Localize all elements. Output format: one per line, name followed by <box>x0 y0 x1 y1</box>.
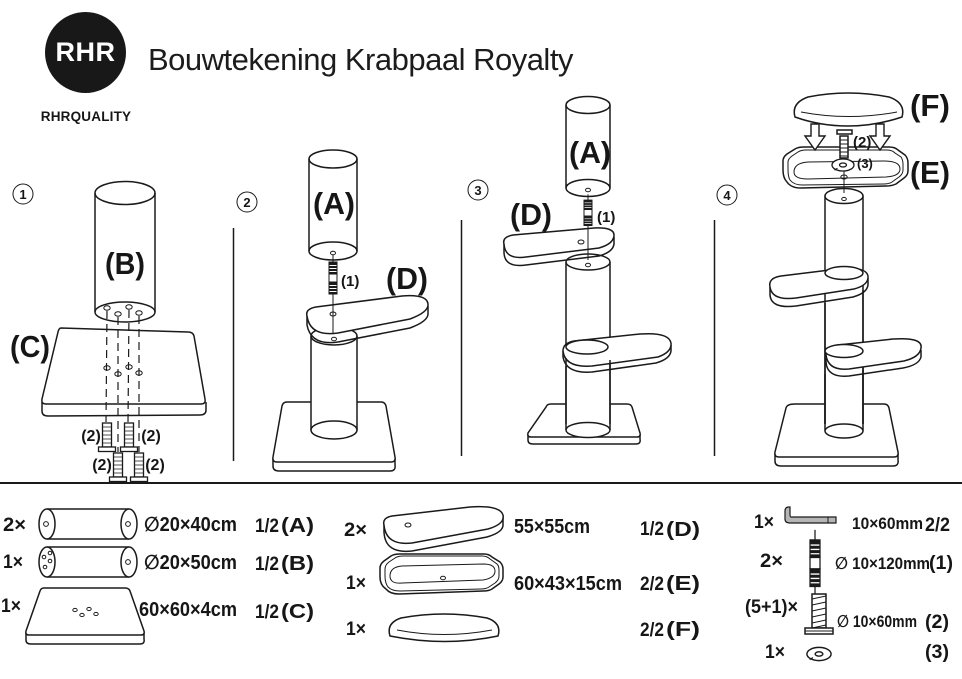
part-count: 2× <box>344 520 367 541</box>
part-scratch-post-large-drawing <box>38 546 138 578</box>
part-ref: (3) <box>925 642 949 663</box>
step4-panel: 4 <box>716 88 950 467</box>
step1-post-label: (B) <box>105 246 145 281</box>
step1-number-circle <box>12 183 34 205</box>
part-count: 2× <box>760 551 783 572</box>
part-count: 1× <box>3 552 23 573</box>
part-base-plate-drawing <box>25 587 145 645</box>
step3-mid-platform <box>562 332 672 424</box>
step2-platform-label: (D) <box>386 261 428 296</box>
part-page: 2/2 <box>640 574 664 595</box>
part-size: 55×55cm <box>514 516 590 538</box>
part-scratch-post-small-drawing <box>38 508 138 540</box>
part-count: 1× <box>754 512 774 533</box>
parts-column-3: 1× 10×60mm 2/2 2× ∅ 10×120mm (1) (5+1)× … <box>745 506 953 663</box>
step4-lower-platform <box>824 337 922 424</box>
step1-panel: 1 <box>10 180 207 483</box>
page-title: Bouwtekening Krabpaal Royalty <box>148 42 573 77</box>
part-count: 2× <box>3 515 26 536</box>
part-size: 60×60×4cm <box>139 599 237 621</box>
step4-cushion-label: (F) <box>910 88 950 123</box>
step4-upper-platform <box>768 265 869 424</box>
assembly-steps-drawing: 1 <box>0 88 962 484</box>
step4-screw <box>836 129 853 159</box>
part-page: 1/2 <box>255 554 279 575</box>
step1-screw-label: (2) <box>81 428 101 445</box>
part-ref: (B) <box>281 553 314 575</box>
step4-number: 4 <box>723 188 731 203</box>
part-bolt-drawing <box>804 593 834 635</box>
part-size: ∅20×40cm <box>144 514 237 536</box>
step1-base-label: (C) <box>10 329 50 364</box>
step2-post-label: (A) <box>313 186 355 221</box>
part-tray-drawing <box>379 553 504 595</box>
part-size: ∅ 10×120mm <box>835 554 930 573</box>
part-size: 10×60mm <box>852 514 923 533</box>
part-page: 1/2 <box>640 519 664 540</box>
part-count: 1× <box>1 596 21 617</box>
step2-number: 2 <box>243 195 250 210</box>
part-ref: (A) <box>281 515 314 537</box>
part-cushion-drawing <box>388 613 500 643</box>
step3-rod-label: (1) <box>597 209 615 226</box>
step4-washer-label: (3) <box>857 156 873 171</box>
part-ref: (C) <box>281 601 314 623</box>
platform-d-drawing <box>305 294 429 344</box>
step2-rod-label: (1) <box>341 273 359 290</box>
step3-post-label: (A) <box>569 135 611 170</box>
step4-tray-label: (E) <box>910 155 950 190</box>
parts-column-2: 2× 55×55cm 1/2 (D) 1× 60×43×15cm 2/2 (E)… <box>344 505 700 643</box>
part-ref: (D) <box>666 519 700 541</box>
step3-platform-d <box>502 227 615 267</box>
part-ref: (1) <box>929 553 953 574</box>
part-size: ∅20×50cm <box>144 552 237 574</box>
part-count: 1× <box>346 573 366 594</box>
part-ref: (F) <box>666 619 700 641</box>
step2-panel: 2 <box>236 149 429 472</box>
base-plate-c-drawing <box>41 327 207 417</box>
panel-dividers <box>0 220 962 484</box>
part-threaded-rod-drawing <box>809 529 821 599</box>
step4-screw-label: (2) <box>853 134 871 151</box>
part-size: ∅ 10×60mm <box>837 612 917 631</box>
part-platform-drawing <box>382 505 504 553</box>
part-ref: (2) <box>925 612 949 633</box>
step3-panel: 3 <box>467 95 672 445</box>
rhr-logo: RHR <box>45 12 126 93</box>
part-page: 2/2 <box>925 515 950 536</box>
step1-number: 1 <box>19 187 26 202</box>
part-count: 1× <box>346 619 366 640</box>
step2-number-circle <box>236 191 258 213</box>
post-a-drawing <box>308 149 358 334</box>
part-ref: (E) <box>666 573 700 595</box>
step3-platform-label: (D) <box>510 197 552 232</box>
part-page: 2/2 <box>640 620 664 641</box>
part-count: (5+1)× <box>745 597 798 618</box>
rhr-logo-text: RHR <box>55 37 116 67</box>
step3-post-a <box>565 95 611 260</box>
parts-column-1: 2× ∅20×40cm 1/2 (A) 1× ∅20×50cm 1/2 (B) <box>1 508 314 645</box>
cushion-f-drawing <box>793 92 904 127</box>
step4-number-circle <box>716 184 738 206</box>
step1-screw-label: (2) <box>145 457 165 474</box>
step1-screw-label: (2) <box>141 428 161 445</box>
part-page: 1/2 <box>255 516 279 537</box>
step3-number-circle <box>467 179 489 201</box>
rhr-brand-text: RHRQUALITY <box>40 109 132 124</box>
post-b-drawing <box>94 180 156 323</box>
part-size: 60×43×15cm <box>514 573 622 595</box>
step2-base-assembly <box>272 326 396 472</box>
step3-number: 3 <box>474 183 481 198</box>
part-washer-drawing <box>806 646 832 662</box>
part-count: 1× <box>765 642 785 663</box>
part-page: 1/2 <box>255 602 279 623</box>
step1-screw-label: (2) <box>92 457 112 474</box>
part-allen-key-drawing <box>784 506 837 524</box>
